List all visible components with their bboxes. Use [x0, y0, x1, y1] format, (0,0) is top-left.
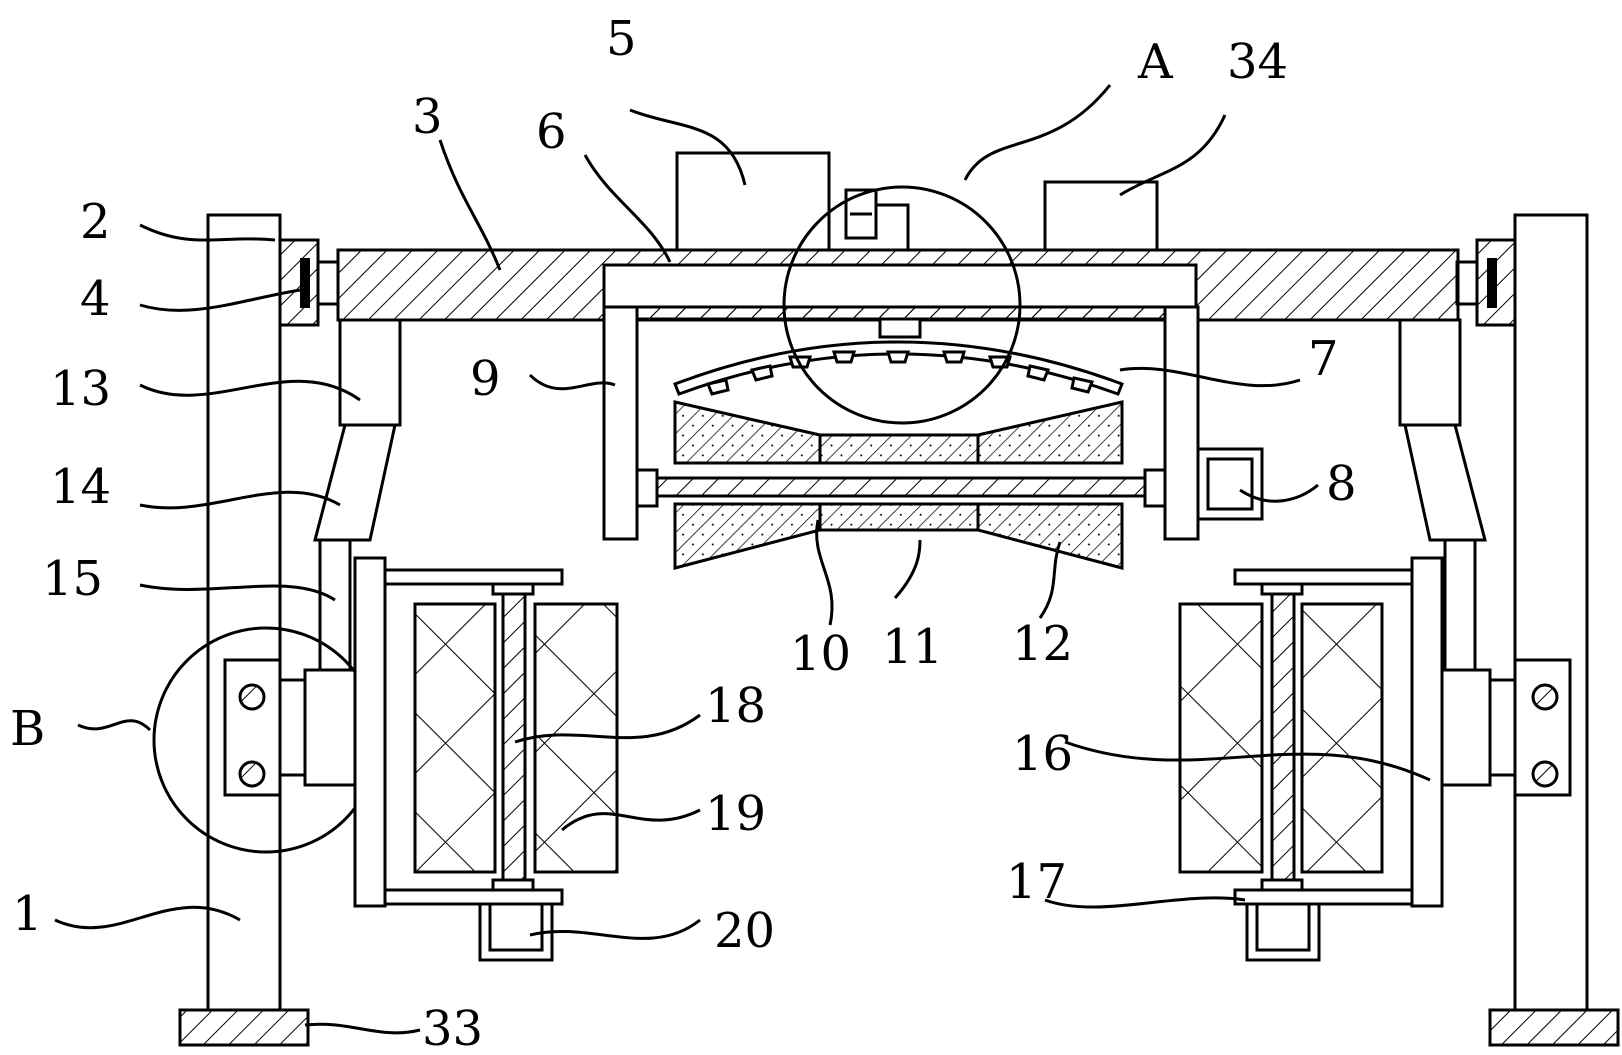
- spray-nozzles: [705, 350, 1095, 396]
- right-slide-rail: [1487, 258, 1497, 308]
- bolt-icon: [238, 683, 266, 711]
- right-brush-frame: [1410, 556, 1444, 908]
- frame-plate: [635, 305, 1167, 321]
- left-shaft-collar-bottom: [491, 878, 535, 892]
- left-brush-pad-a: [413, 602, 497, 874]
- label-17: 17: [1006, 854, 1067, 910]
- right-mount-spacer: [1488, 678, 1517, 777]
- left-brush-bottom-plate: [383, 888, 564, 906]
- label-14: 14: [50, 459, 111, 515]
- left-arm-link: [313, 423, 397, 542]
- spray-connector: [878, 317, 922, 339]
- right-foot-plate: [1488, 1008, 1620, 1047]
- right-frame-leg: [1163, 305, 1200, 541]
- right-arm-link: [1403, 423, 1487, 542]
- right-arm-rod: [1443, 538, 1477, 672]
- left-frame-leg: [602, 305, 639, 541]
- left-brush-frame: [353, 556, 387, 908]
- right-brush-pad-b: [1300, 602, 1384, 874]
- left-cylinder: [338, 318, 402, 427]
- right-brush-shaft: [1270, 592, 1296, 884]
- valve-pipe: [876, 203, 910, 250]
- label-33: 33: [422, 1001, 483, 1055]
- upper-roller: [673, 400, 1124, 465]
- label-10: 10: [790, 626, 851, 682]
- label-16: 16: [1012, 726, 1073, 782]
- roller-shaft: [655, 476, 1147, 498]
- label-6: 6: [536, 104, 567, 160]
- left-mount-block: [303, 668, 357, 787]
- label-5: 5: [606, 11, 637, 67]
- detail-circle-A: [782, 185, 1022, 425]
- right-mount-block: [1438, 668, 1492, 787]
- left-brush-shaft: [501, 592, 527, 884]
- left-slide-block: [278, 238, 320, 327]
- right-column: [1513, 213, 1589, 1012]
- spray-arc: [673, 340, 1124, 396]
- right-brush-top-plate: [1233, 568, 1414, 586]
- label-4: 4: [80, 271, 111, 327]
- left-brush-top-plate: [383, 568, 564, 586]
- bolt-icon: [238, 760, 266, 788]
- label-13: 13: [50, 361, 111, 417]
- label-2: 2: [80, 194, 111, 250]
- left-brush-motor-inner: [488, 902, 544, 952]
- upper-frame: [602, 263, 1198, 309]
- right-brush-bottom-plate: [1233, 888, 1414, 906]
- label-12: 12: [1012, 616, 1073, 672]
- label-34: 34: [1227, 34, 1288, 90]
- label-7: 7: [1308, 331, 1339, 387]
- motor-box-5: [675, 151, 831, 252]
- left-slide-rail: [300, 258, 310, 308]
- label-3: 3: [412, 89, 443, 145]
- label-8: 8: [1326, 456, 1357, 512]
- label-A: A: [1137, 34, 1174, 90]
- roller-motor-inner: [1206, 457, 1254, 511]
- left-slider: [316, 260, 340, 306]
- motor-box-34: [1043, 180, 1159, 252]
- right-cylinder: [1398, 318, 1462, 427]
- left-mount-spacer: [278, 678, 307, 777]
- bolt-icon: [1531, 683, 1559, 711]
- label-19: 19: [705, 786, 766, 842]
- label-B: B: [10, 701, 45, 757]
- label-9: 9: [470, 351, 501, 407]
- label-20: 20: [714, 903, 775, 959]
- right-brush-motor-inner: [1255, 902, 1311, 952]
- right-bearing: [1143, 468, 1167, 508]
- right-shaft-collar-bottom: [1260, 878, 1304, 892]
- right-brush-pad-a: [1178, 602, 1264, 874]
- left-bearing: [635, 468, 659, 508]
- left-foot-plate: [178, 1008, 310, 1047]
- label-11: 11: [882, 619, 943, 675]
- bolt-icon: [1531, 760, 1559, 788]
- lower-roller: [673, 502, 1124, 570]
- label-18: 18: [705, 678, 766, 734]
- label-15: 15: [42, 551, 103, 607]
- label-1: 1: [12, 886, 43, 942]
- left-column: [206, 213, 282, 1012]
- leader-lines: [54, 84, 1431, 1035]
- right-slider: [1455, 260, 1479, 306]
